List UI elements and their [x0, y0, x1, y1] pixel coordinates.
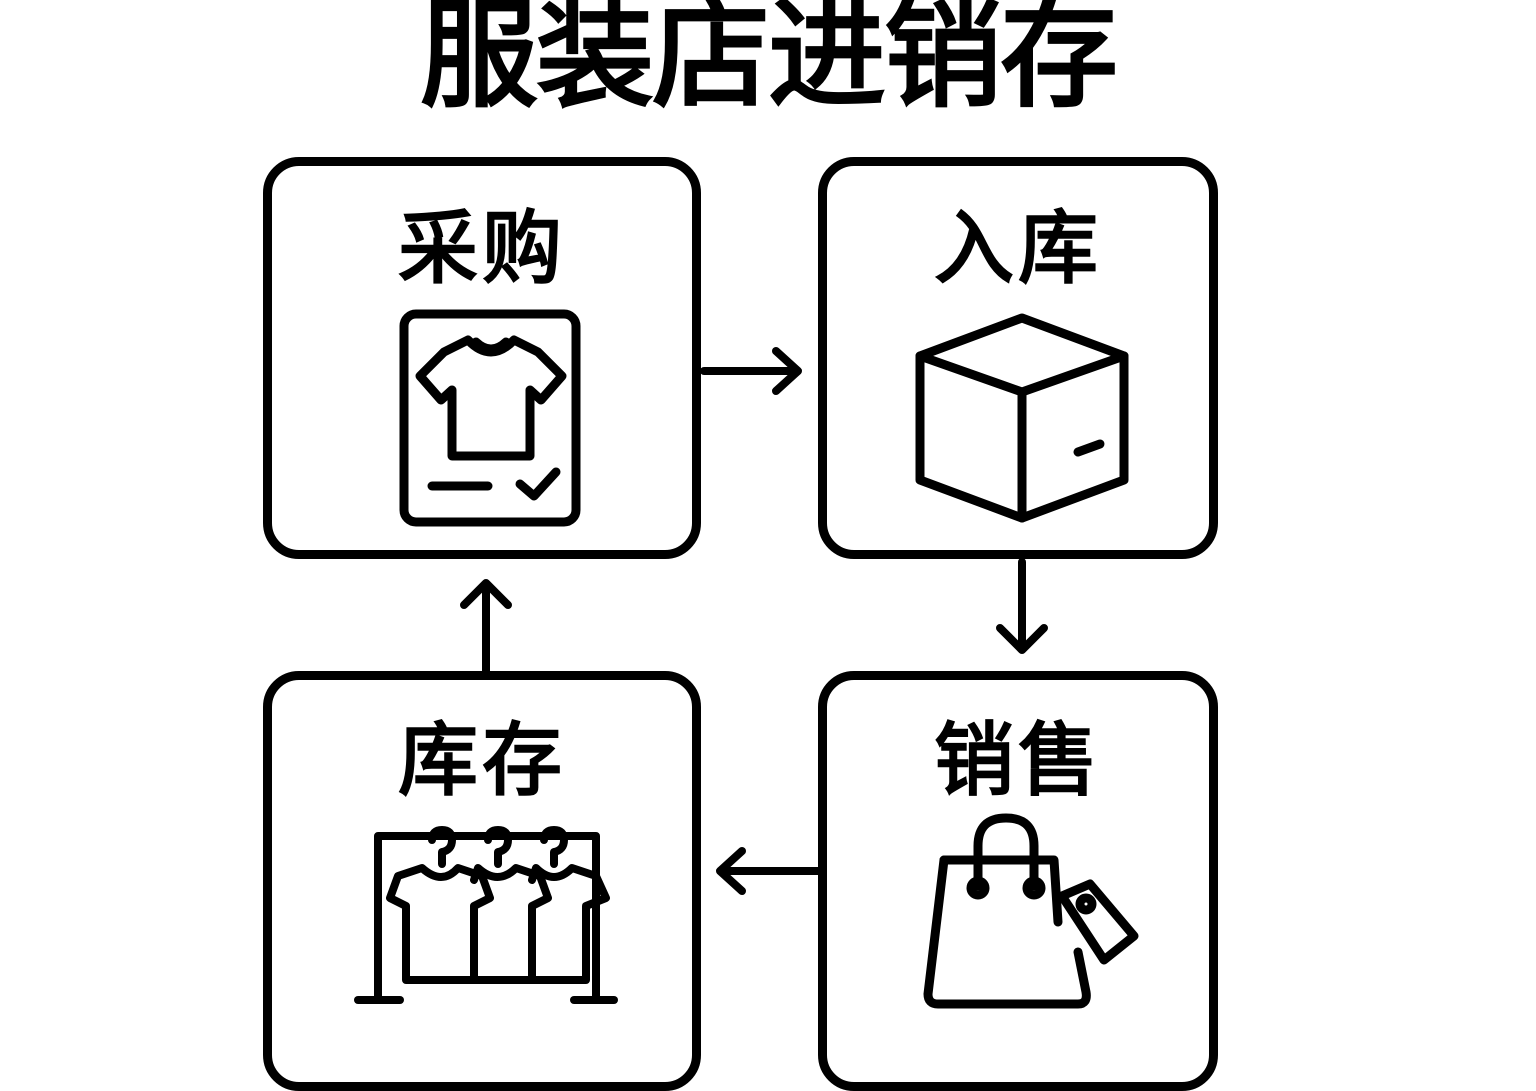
step-label-purchase: 采购 [398, 202, 566, 295]
arrow-inventory-to-purchase [460, 579, 512, 675]
clothing-order-icon [399, 309, 581, 527]
arrow-stockin-to-sales [996, 558, 1048, 654]
shopping-bag-icon [923, 813, 1139, 1009]
step-label-inventory: 库存 [398, 714, 566, 807]
step-label-sales: 销售 [934, 714, 1102, 807]
step-purchase: 采购 [263, 157, 701, 559]
clothes-rack-icon [354, 826, 618, 1004]
step-stockin: 入库 [818, 157, 1218, 559]
arrow-sales-to-inventory [716, 847, 822, 895]
arrow-purchase-to-stockin [700, 347, 802, 395]
step-sales: 销售 [818, 671, 1218, 1091]
step-label-stockin: 入库 [934, 202, 1102, 295]
box-icon [915, 313, 1129, 523]
diagram-title: 服装店进销存 [419, 0, 1118, 124]
